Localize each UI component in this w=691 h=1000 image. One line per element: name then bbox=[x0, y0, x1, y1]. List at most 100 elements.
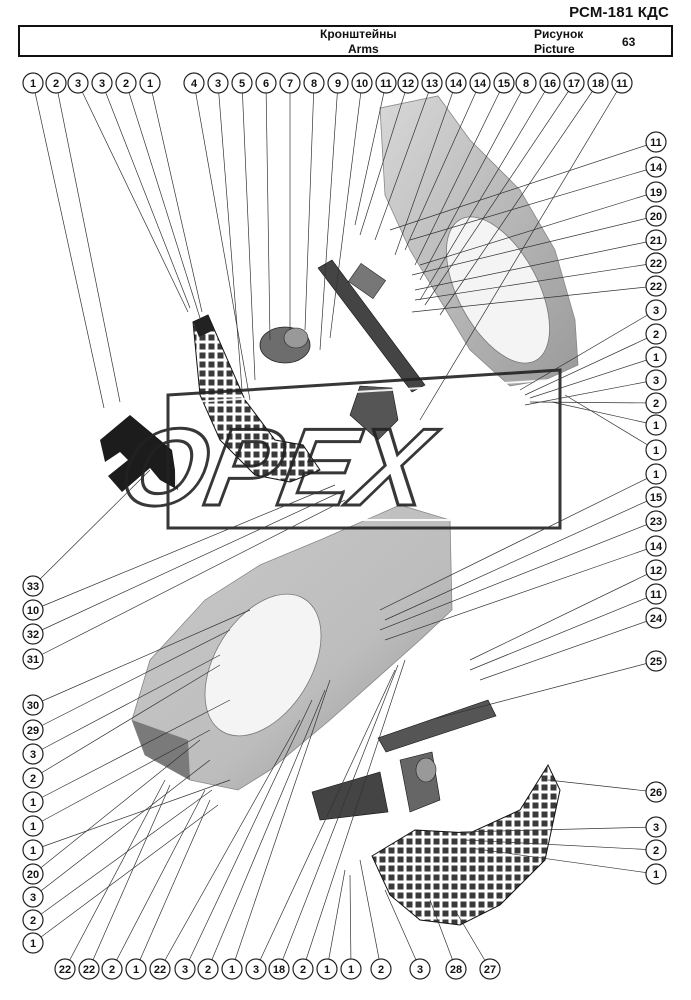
callout-bottom-15: 28 bbox=[445, 958, 467, 980]
leader-line bbox=[32, 484, 336, 611]
svg-text:1: 1 bbox=[348, 964, 354, 976]
svg-text:2: 2 bbox=[653, 329, 659, 341]
callout-right-6: 22 bbox=[645, 275, 667, 297]
callout-right-5: 22 bbox=[645, 252, 667, 274]
svg-text:14: 14 bbox=[650, 162, 663, 174]
leader-line bbox=[459, 826, 657, 833]
callout-top-12: 9 bbox=[327, 72, 349, 94]
callout-bottom-16: 27 bbox=[479, 958, 501, 980]
svg-text:1: 1 bbox=[133, 964, 139, 976]
left-bracket bbox=[100, 415, 178, 492]
leader-line bbox=[32, 469, 151, 587]
lower-arm-assembly bbox=[311, 699, 497, 821]
callout-right-15: 15 bbox=[645, 486, 667, 508]
leader-line bbox=[529, 356, 657, 399]
svg-text:27: 27 bbox=[484, 964, 496, 976]
svg-text:1: 1 bbox=[30, 821, 36, 833]
leader-line bbox=[193, 82, 251, 401]
callout-bottom-8: 3 bbox=[245, 958, 267, 980]
leader-line bbox=[529, 401, 657, 404]
leader-line bbox=[429, 899, 457, 970]
svg-text:1: 1 bbox=[653, 420, 659, 432]
svg-text:33: 33 bbox=[27, 581, 39, 593]
leader-lines bbox=[32, 82, 657, 970]
callout-top-16: 13 bbox=[421, 72, 443, 94]
svg-text:22: 22 bbox=[59, 964, 71, 976]
svg-text:8: 8 bbox=[311, 78, 317, 90]
leader-line bbox=[414, 239, 657, 291]
svg-text:3: 3 bbox=[99, 78, 105, 90]
svg-text:3: 3 bbox=[30, 749, 36, 761]
svg-text:19: 19 bbox=[650, 187, 662, 199]
callout-top-20: 8 bbox=[515, 72, 537, 94]
header-box: Кронштейны Arms Рисунок Picture 63 bbox=[18, 25, 673, 57]
callout-left-12: 3 bbox=[22, 886, 44, 908]
callout-top-22: 17 bbox=[563, 72, 585, 94]
callout-top-13: 10 bbox=[351, 72, 373, 94]
callout-left-5: 29 bbox=[22, 719, 44, 741]
callout-bottom-2: 2 bbox=[101, 958, 123, 980]
leader-line bbox=[359, 82, 409, 236]
svg-text:2: 2 bbox=[653, 398, 659, 410]
callout-left-0: 33 bbox=[22, 575, 44, 597]
svg-text:21: 21 bbox=[650, 235, 662, 247]
leader-line bbox=[32, 489, 346, 635]
svg-text:2: 2 bbox=[205, 964, 211, 976]
svg-text:28: 28 bbox=[450, 964, 462, 976]
leader-line bbox=[55, 82, 121, 403]
callout-top-8: 5 bbox=[231, 72, 253, 94]
svg-text:3: 3 bbox=[653, 822, 659, 834]
svg-text:2: 2 bbox=[300, 964, 306, 976]
leader-line bbox=[394, 82, 457, 256]
leader-line bbox=[32, 699, 231, 803]
svg-text:2: 2 bbox=[123, 78, 129, 90]
svg-text:11: 11 bbox=[650, 589, 662, 601]
leader-line bbox=[111, 789, 206, 970]
svg-text:15: 15 bbox=[498, 78, 510, 90]
leader-line bbox=[32, 609, 251, 706]
leader-line bbox=[231, 679, 331, 970]
callout-right-10: 3 bbox=[645, 369, 667, 391]
leader-line bbox=[32, 779, 231, 851]
callout-right-17: 14 bbox=[645, 535, 667, 557]
leader-line bbox=[464, 839, 657, 851]
lower-shroud bbox=[131, 504, 453, 791]
leader-line bbox=[184, 699, 313, 970]
leader-line bbox=[149, 82, 203, 313]
title-ru: Кронштейны bbox=[320, 27, 397, 41]
callout-left-8: 1 bbox=[22, 791, 44, 813]
leader-line bbox=[479, 617, 657, 681]
leader-line bbox=[326, 869, 346, 970]
leader-line bbox=[469, 569, 657, 661]
callout-right-14: 1 bbox=[645, 463, 667, 485]
leader-line bbox=[439, 82, 599, 316]
callout-top-23: 18 bbox=[587, 72, 609, 94]
callout-right-24: 2 bbox=[645, 839, 667, 861]
svg-text:3: 3 bbox=[653, 305, 659, 317]
svg-text:3: 3 bbox=[215, 78, 221, 90]
svg-text:30: 30 bbox=[27, 700, 39, 712]
leader-line bbox=[32, 82, 105, 409]
callout-bottom-11: 1 bbox=[316, 958, 338, 980]
callout-right-7: 3 bbox=[645, 299, 667, 321]
callout-right-23: 3 bbox=[645, 816, 667, 838]
svg-text:14: 14 bbox=[474, 78, 487, 90]
svg-text:29: 29 bbox=[27, 725, 39, 737]
leader-line bbox=[32, 499, 346, 660]
callout-right-2: 19 bbox=[645, 181, 667, 203]
leader-line bbox=[329, 82, 363, 339]
svg-text:2: 2 bbox=[378, 964, 384, 976]
leader-line bbox=[64, 779, 166, 970]
svg-text:3: 3 bbox=[417, 964, 423, 976]
callout-top-14: 11 bbox=[375, 72, 397, 94]
leader-line bbox=[551, 401, 657, 426]
svg-text:7: 7 bbox=[287, 78, 293, 90]
leader-line bbox=[101, 82, 191, 309]
callout-left-6: 3 bbox=[22, 743, 44, 765]
leader-line bbox=[419, 82, 623, 421]
callout-top-9: 6 bbox=[255, 72, 277, 94]
leader-line bbox=[32, 804, 219, 944]
svg-text:12: 12 bbox=[402, 78, 414, 90]
leader-line bbox=[32, 789, 213, 921]
